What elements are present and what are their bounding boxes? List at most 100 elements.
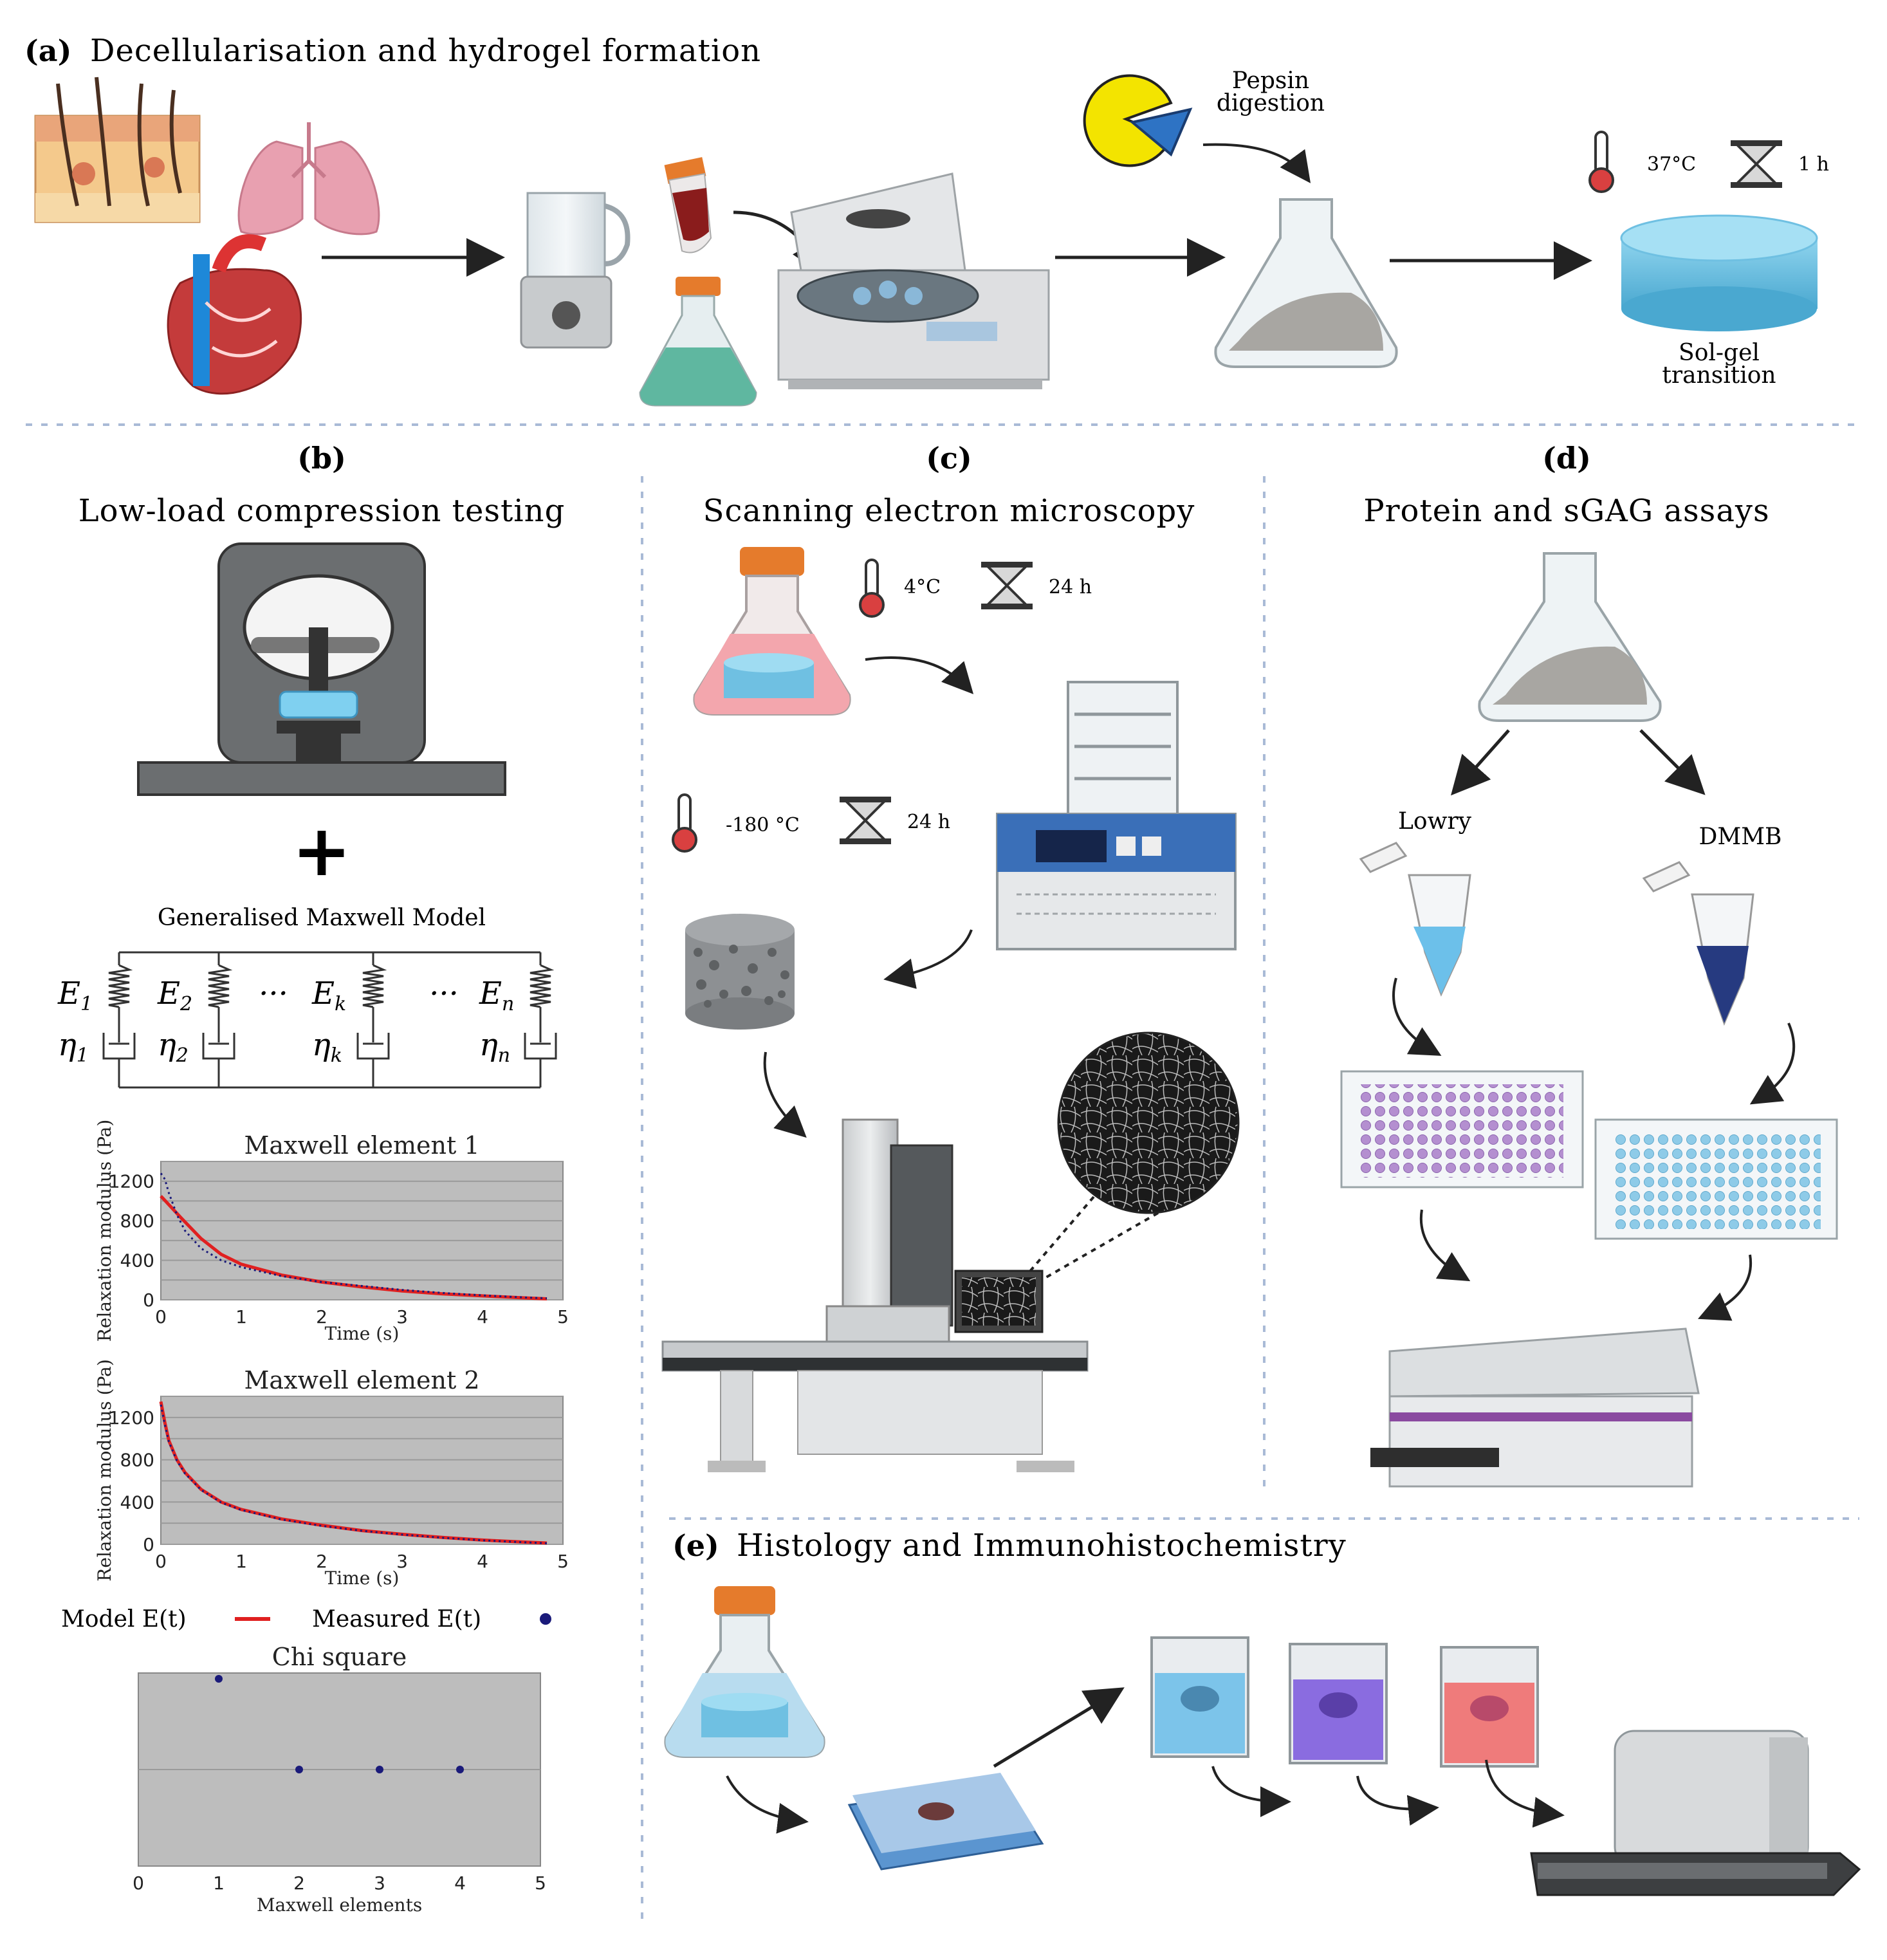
freeze-dryer-icon [996,681,1237,950]
pepsin-icon [1083,74,1193,167]
panel-c: (c) Scanning electron microscopy 4°C 24 … [661,441,1240,1472]
x-tick-label: 0 [155,1551,167,1572]
arrow-c2 [883,929,973,989]
chi-point [215,1675,223,1683]
y-tick-label: 1200 [109,1407,154,1428]
panel-c-letter: (c) [926,441,972,476]
dmmb-tube-icon [1642,861,1754,1026]
panel-b-title: Low-load compression testing [78,493,566,529]
arrow-d-plate1 [1419,1209,1471,1282]
dashpot-label-4: ηn [479,1027,510,1067]
dashpot-label-2: η2 [158,1027,189,1067]
spring-icon [529,964,555,1008]
y-tick-label: 400 [120,1250,154,1271]
arrow-d-left [1451,729,1510,796]
green-flask-icon [639,277,757,407]
x-tick-label: 1 [235,1551,247,1572]
time-24h-1: 24 h [1049,576,1092,598]
solgel-label-1: Sol-gel [1679,340,1760,366]
arrow-d-dmmb [1749,1022,1796,1105]
staining-jar-purple-icon [1289,1643,1388,1764]
pink-flask-icon [693,547,851,716]
x-tick-label: 4 [454,1872,466,1894]
pepsin-label-1: Pepsin [1232,68,1309,94]
erlenmeyer-flask-icon [1214,198,1398,368]
blue-flask-icon [664,1586,825,1758]
arrow-e3 [1211,1766,1291,1817]
plot-area [160,1396,564,1545]
well-plate-blue-icon [1594,1118,1838,1240]
spring-icon [208,964,233,1008]
centrifuge-icon [777,172,1050,389]
chart-title: Chi square [272,1643,407,1671]
panel-b: (b) Low-load compression testing + Gener… [57,441,569,1916]
thermometer-icon-c1 [859,559,885,618]
chi-point [456,1766,464,1773]
thermometer-icon [1588,131,1614,193]
dashpot-label-3: ηk [312,1027,342,1067]
panel-d: (d) Protein and sGAG assays Lowry DMMB [1340,441,1838,1488]
heart-icon [167,234,302,395]
pepsin-label-2: digestion [1217,90,1325,116]
arrow-e4 [1356,1775,1439,1826]
x-tick-label: 2 [293,1872,305,1894]
compression-tester-icon [137,542,506,796]
y-tick-label: 400 [120,1492,154,1513]
legend-model-label: Model E(t) [61,1606,187,1632]
sem-micrograph-inset [1057,1031,1240,1214]
temp-37: 37°C [1647,153,1696,176]
lungs-icon [237,122,380,236]
temp-4c: 4°C [904,576,941,598]
arrow-c3 [763,1051,807,1138]
chart-title: Maxwell element 2 [244,1366,479,1394]
spring-icon [108,964,133,1008]
sem-microscope-icon [661,1118,1089,1472]
panel-e-title: Histology and Immunohistochemistry [737,1528,1347,1564]
dmmb-label: DMMB [1698,824,1781,850]
x-tick-label: 1 [213,1872,225,1894]
panel-a: (a) Decellularisation and hydrogel forma… [24,33,1829,407]
hourglass-icon-c1 [981,562,1033,609]
chi-point [295,1766,303,1773]
legend-measured-marker [540,1613,551,1625]
thermometer-icon-c2 [672,793,697,853]
porous-scaffold-icon [685,914,795,1030]
slide-scanner-icon [1530,1730,1861,1896]
tissue-cassette-icon [847,1773,1044,1871]
chi-point [376,1766,383,1773]
panel-e: (e) Histology and Immunohistochemistry [664,1528,1861,1896]
chart-legend: Model E(t) Measured E(t) [61,1606,551,1632]
lowry-label: Lowry [1398,808,1472,835]
x-tick-label: 4 [477,1551,488,1572]
plot-area [160,1161,564,1300]
y-tick-label: 800 [120,1450,154,1471]
y-axis-label: Relaxation modulus (Pa) [94,1359,115,1582]
panel-d-title: Protein and sGAG assays [1363,493,1769,529]
spring-label-1: E1 [57,975,93,1015]
erlenmeyer-flask-icon-d [1478,552,1662,722]
arrow-d-lowry [1392,977,1442,1056]
centrifuge-tube-icon [664,157,712,254]
maxwell-model-title: Generalised Maxwell Model [158,905,486,931]
spring-label-4: En [479,975,514,1015]
time-24h-2: 24 h [907,811,950,833]
arrow-c1 [865,656,974,694]
legend-measured-label: Measured E(t) [312,1606,481,1632]
x-tick-label: 5 [535,1872,546,1894]
panel-a-title: Decellularisation and hydrogel formation [90,33,761,69]
dashpot-label-1: η1 [58,1027,89,1067]
panel-d-letter: (d) [1542,441,1591,476]
arrow-pepsin [1202,143,1311,183]
x-tick-label: 5 [557,1306,569,1327]
time-1h: 1 h [1798,153,1829,176]
spring-label-3: Ek [311,975,346,1015]
y-axis-label: Relaxation modulus (Pa) [94,1120,115,1342]
solgel-label-2: transition [1662,362,1776,389]
x-tick-label: 5 [557,1551,569,1572]
x-tick-label: 2 [316,1306,327,1327]
